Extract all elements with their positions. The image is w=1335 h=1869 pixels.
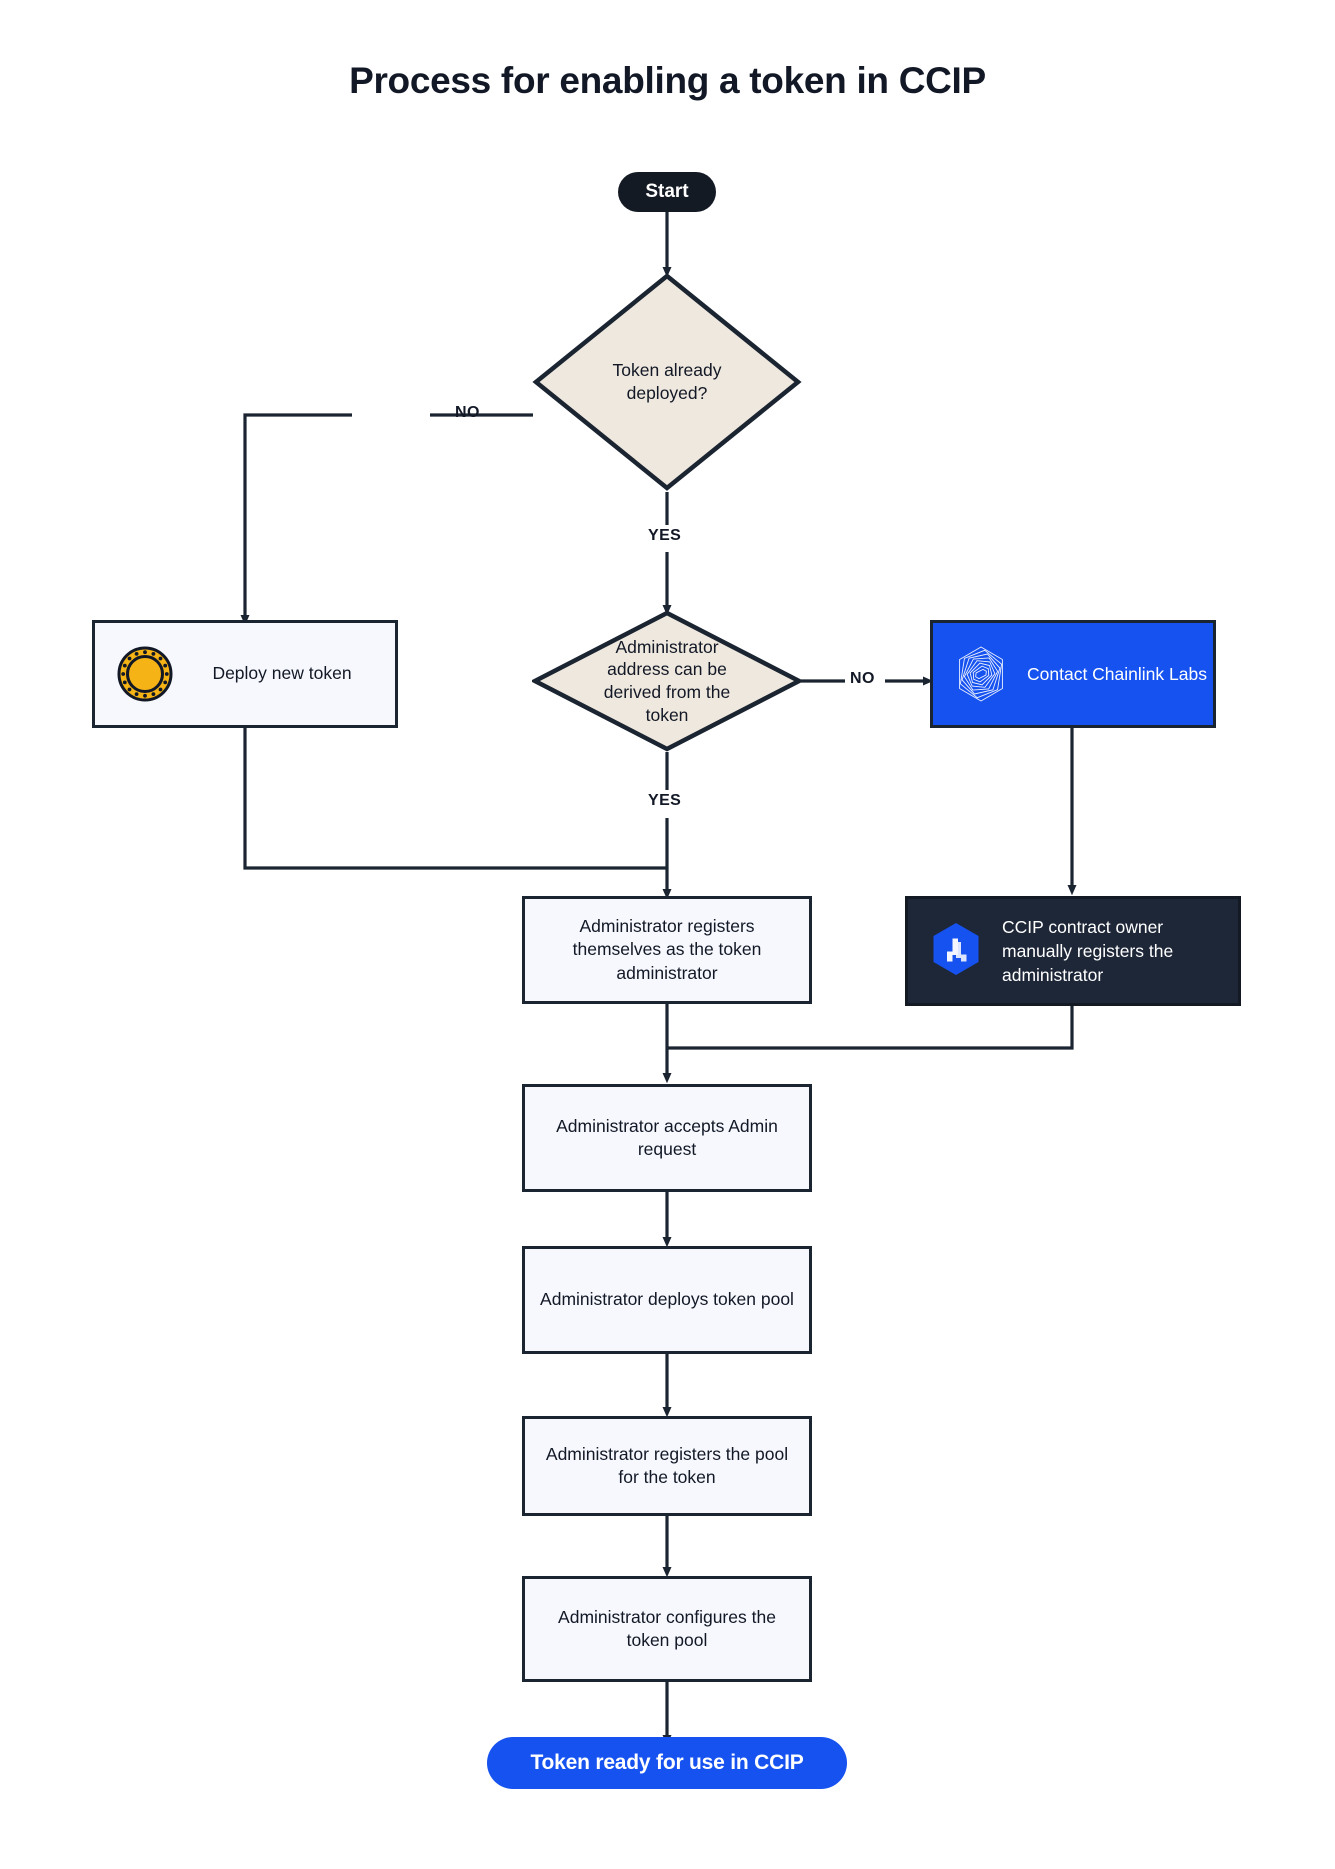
edge-ccipowner-merge: [667, 1006, 1074, 1050]
node-deploy-token-pool-label: Administrator deploys token pool: [540, 1289, 794, 1310]
node-register-pool[interactable]: Administrator registers the pool for the…: [522, 1416, 812, 1516]
node-deploy-new-token[interactable]: Deploy new token: [92, 620, 398, 728]
node-decision-token-deployed-label: Token already deployed?: [612, 360, 722, 403]
edge-label-admin-yes: YES: [648, 792, 682, 809]
node-accept-admin-request[interactable]: Administrator accepts Admin request: [522, 1084, 812, 1192]
node-deploy-token-pool[interactable]: Administrator deploys token pool: [522, 1246, 812, 1354]
node-token-ready[interactable]: Token ready for use in CCIP: [487, 1737, 847, 1789]
node-decision-admin-derived-label: Administrator address can be derived fro…: [603, 636, 731, 725]
edge-deployed-no: [240, 413, 352, 626]
node-configure-pool[interactable]: Administrator configures the token pool: [522, 1576, 812, 1682]
node-deploy-new-token-label: Deploy new token: [212, 663, 352, 684]
node-ccip-owner-registers[interactable]: CCIP contract owner manually registers t…: [905, 896, 1241, 1006]
node-token-ready-label: Token ready for use in CCIP: [530, 1751, 804, 1774]
diamond-shape: [532, 610, 802, 752]
page-title: Process for enabling a token in CCIP: [349, 60, 986, 101]
gold-coin-icon: [113, 642, 177, 706]
node-ccip-owner-registers-label: CCIP contract owner manually registers t…: [1002, 916, 1174, 986]
node-contact-chainlink-labs-label: Contact Chainlink Labs: [1027, 663, 1207, 684]
edge-label-admin-no: NO: [850, 670, 875, 687]
node-accept-admin-request-label: Administrator accepts Admin request: [556, 1115, 778, 1159]
diamond-shape: [532, 273, 802, 491]
ccip-hexagon-icon: [924, 919, 988, 983]
node-decision-admin-derived[interactable]: Administrator address can be derived fro…: [532, 610, 802, 752]
edge-label-deployed-no: NO: [455, 404, 480, 421]
node-decision-token-deployed[interactable]: Token already deployed?: [532, 272, 802, 492]
chainlink-spiral-icon: [949, 642, 1013, 706]
node-configure-pool-label: Administrator configures the token pool: [558, 1606, 776, 1650]
node-register-self-admin[interactable]: Administrator registers themselves as th…: [522, 896, 812, 1004]
node-contact-chainlink-labs[interactable]: Contact Chainlink Labs: [930, 620, 1216, 728]
node-start[interactable]: Start: [618, 172, 716, 212]
node-start-label: Start: [645, 181, 689, 202]
edge-label-deployed-yes: YES: [648, 527, 682, 544]
node-register-pool-label: Administrator registers the pool for the…: [545, 1443, 789, 1487]
node-register-self-admin-label: Administrator registers themselves as th…: [572, 916, 762, 983]
